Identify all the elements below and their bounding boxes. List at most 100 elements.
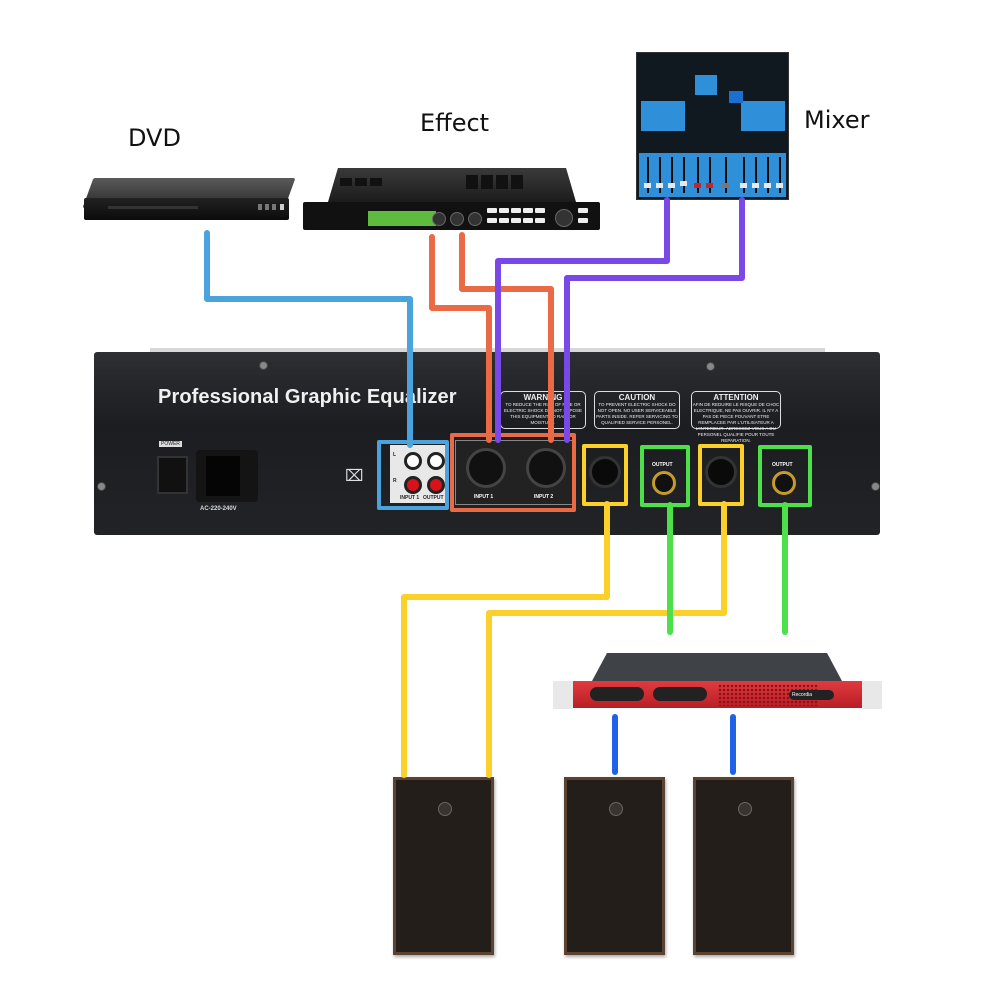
effect-knob-effect <box>450 212 464 226</box>
mixer-fader-cap <box>694 183 701 188</box>
amplifier-rack-ear <box>553 681 573 709</box>
mixer-fader-cap <box>722 183 729 188</box>
xlr-input-2-label: INPUT 2 <box>534 494 554 500</box>
effect-key <box>523 218 533 223</box>
equalizer-title: Professional Graphic Equalizer <box>158 386 457 408</box>
mixer-fader-cap <box>644 183 651 188</box>
mixer-fader <box>697 157 699 193</box>
speaker-1 <box>393 777 494 955</box>
rca-output-right[interactable] <box>427 476 445 494</box>
power-label: POWER <box>159 441 182 447</box>
highlight-xlr-output-1 <box>582 444 628 506</box>
caution-title: CAUTION <box>618 393 656 402</box>
mixer-fader <box>671 157 673 193</box>
mixer-fader-section <box>639 153 786 197</box>
speaker-3 <box>693 777 794 955</box>
screw-icon <box>871 482 880 491</box>
highlight-jack-output-2 <box>758 445 812 507</box>
effect-vent <box>370 178 382 186</box>
rca-right-label: R <box>393 478 397 484</box>
mixer-fader <box>683 157 685 193</box>
mixer-fader-cap <box>752 183 759 188</box>
cable-effect-2 <box>459 232 554 443</box>
mixer-fader <box>743 157 745 193</box>
amplifier-rack-ear <box>862 681 882 709</box>
xlr-output-2[interactable] <box>705 456 737 488</box>
effect-vent <box>355 178 367 186</box>
warning-title: WARNING <box>523 393 563 402</box>
dvd-button <box>272 204 276 210</box>
effect-label: Effect <box>420 109 490 137</box>
mixer-lcd-display <box>729 91 743 103</box>
dvd-label: DVD <box>128 124 181 152</box>
xlr-input-1[interactable] <box>466 448 506 488</box>
mixer-channel-section <box>741 101 785 131</box>
mixer-fader <box>725 157 727 193</box>
warning-text: TO REDUCE THE RISK OF FIRE OR ELECTRIC S… <box>504 402 582 425</box>
jack-output-1[interactable] <box>652 471 676 495</box>
weee-bin-icon: ⌧ <box>345 468 364 485</box>
amplifier-top-panel <box>592 653 842 681</box>
effect-key <box>511 218 521 223</box>
effect-vent <box>466 175 478 189</box>
tweeter-icon <box>737 802 752 816</box>
effect-jog-dial <box>555 209 573 227</box>
jack-output-1-label: OUTPUT <box>652 462 673 468</box>
attention-title: ATTENTION <box>713 393 759 402</box>
rca-output-left[interactable] <box>427 452 445 470</box>
screw-icon <box>97 482 106 491</box>
effect-vent <box>340 178 352 186</box>
rca-input-right[interactable] <box>404 476 422 494</box>
effect-lcd-display <box>368 211 436 226</box>
power-inlet-socket <box>206 456 240 496</box>
effect-vent <box>496 175 508 189</box>
dvd-disc-tray <box>108 206 198 209</box>
effect-key <box>535 218 545 223</box>
cable-xlr-out-1 <box>401 501 610 778</box>
effect-key <box>487 208 497 213</box>
mixer-fader <box>659 157 661 193</box>
power-switch[interactable] <box>157 456 188 494</box>
rca-input-label: INPUT 1 <box>400 495 420 501</box>
effect-key <box>578 218 588 223</box>
amplifier-brand: Recordia <box>789 690 834 700</box>
effect-vent <box>481 175 493 189</box>
jack-output-2[interactable] <box>772 471 796 495</box>
effect-key <box>578 208 588 213</box>
cable-xlr-out-2 <box>486 501 727 778</box>
rca-input-left[interactable] <box>404 452 422 470</box>
amplifier-control-panel <box>590 687 644 701</box>
mixer-fader-cap <box>668 183 675 188</box>
rca-output-label: OUTPUT 1 <box>423 495 448 501</box>
mixer-console <box>636 52 789 200</box>
effect-key <box>523 208 533 213</box>
caution-text: TO PREVENT ELECTRIC SHOCK DO NOT OPEN. N… <box>596 402 678 425</box>
mixer-fader <box>709 157 711 193</box>
mixer-fader-cap <box>706 183 713 188</box>
effect-knob-music <box>468 212 482 226</box>
xlr-input-2[interactable] <box>526 448 566 488</box>
effect-knob-mic <box>432 212 446 226</box>
speaker-2 <box>564 777 665 955</box>
dvd-front-panel <box>84 198 289 220</box>
cable-mixer-2 <box>564 197 745 443</box>
amplifier-control-panel <box>653 687 707 701</box>
screw-icon <box>706 362 715 371</box>
effect-vent <box>511 175 523 189</box>
amplifier-grille <box>718 684 818 706</box>
xlr-output-1[interactable] <box>589 456 621 488</box>
effect-key <box>511 208 521 213</box>
attention-text: AFIN DE REDUIRE LE RISQUE DE CHOC ELECTR… <box>692 402 780 443</box>
mixer-fader <box>767 157 769 193</box>
highlight-rca <box>377 440 449 510</box>
ac-voltage-label: AC-220-240V <box>200 506 237 512</box>
highlight-xlr-inputs <box>450 433 576 512</box>
dvd-usb-port <box>280 204 284 210</box>
tweeter-icon <box>437 802 452 816</box>
dvd-button <box>265 204 269 210</box>
cable-effect-1 <box>429 234 492 443</box>
effect-top-panel <box>328 168 576 202</box>
